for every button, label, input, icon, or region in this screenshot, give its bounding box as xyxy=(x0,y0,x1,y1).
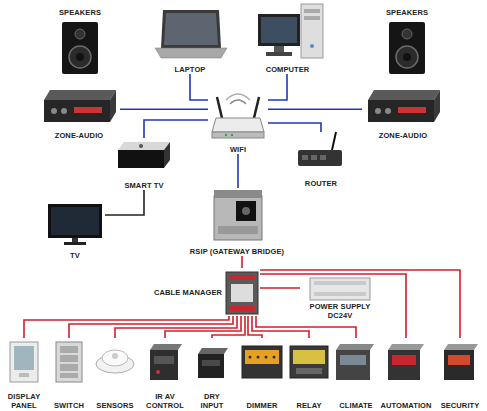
device-label: SENSORS xyxy=(92,401,138,410)
device-node: SWITCH xyxy=(50,338,88,410)
device-node: POWER SUPPLY DC24V xyxy=(300,276,380,320)
cable-connector xyxy=(212,316,245,338)
device-label: AUTOMATION xyxy=(378,401,434,410)
device-node: SMART TV xyxy=(110,138,178,190)
device-label: ZONE-AUDIO xyxy=(38,131,120,140)
ir-control-illustration xyxy=(150,344,182,380)
device-label: TV xyxy=(45,251,105,260)
cable-connector xyxy=(268,123,321,132)
cable-connector xyxy=(268,108,362,110)
device-node: SPEAKERS xyxy=(382,8,432,76)
cable-connector xyxy=(105,190,144,215)
wifi-illustration xyxy=(212,94,264,138)
device-label: DRY INPUT xyxy=(192,392,232,410)
device-label: SECURITY xyxy=(436,401,484,410)
device-label: COMPUTER xyxy=(250,65,325,74)
device-label: RELAY xyxy=(288,401,330,410)
device-node: SECURITY xyxy=(436,338,484,410)
device-node: ZONE-AUDIO xyxy=(38,84,120,140)
device-label: RSIP (GATEWAY BRIDGE) xyxy=(172,247,302,256)
laptop-illustration xyxy=(155,10,227,58)
switch-illustration xyxy=(56,342,82,382)
device-node: ZONE-AUDIO xyxy=(362,84,444,140)
cable-connector xyxy=(120,108,208,110)
device-label: ROUTER xyxy=(290,179,352,188)
cable-connector xyxy=(190,74,208,100)
gateway-illustration xyxy=(214,190,262,240)
computer-illustration xyxy=(258,4,323,58)
cable-connector xyxy=(237,154,239,188)
automation-illustration xyxy=(388,344,424,380)
device-label: CABLE MANAGER xyxy=(150,288,222,297)
device-label: LAPTOP xyxy=(150,65,230,74)
device-label: SPEAKERS xyxy=(382,8,432,17)
device-label: SPEAKERS xyxy=(55,8,105,17)
device-node: RELAY xyxy=(288,338,330,410)
device-label: DISPLAY PANEL xyxy=(2,392,46,410)
speaker-illustration xyxy=(62,22,98,74)
device-node: TV xyxy=(45,202,105,260)
device-label: CLIMATE xyxy=(334,401,378,410)
dry-input-illustration xyxy=(198,348,228,378)
device-node: WIFI xyxy=(208,92,268,154)
cable-connector xyxy=(260,270,460,338)
device-node: AUTOMATION xyxy=(378,338,434,410)
device-node: COMPUTER xyxy=(250,2,325,74)
device-label: POWER SUPPLY DC24V xyxy=(300,302,380,320)
device-node: ROUTER xyxy=(290,132,352,188)
display-panel-illustration xyxy=(10,342,38,382)
security-illustration xyxy=(444,344,478,380)
smart-tv-illustration xyxy=(118,142,170,168)
device-label: DIMMER xyxy=(238,401,286,410)
power-supply-illustration xyxy=(310,278,370,300)
cable-connector xyxy=(24,316,229,338)
device-node: DIMMER xyxy=(238,338,286,410)
device-node: RSIP (GATEWAY BRIDGE) xyxy=(172,188,302,256)
device-node: LAPTOP xyxy=(150,4,230,74)
zone-audio-illustration xyxy=(368,90,440,122)
device-node: DISPLAY PANEL xyxy=(2,338,46,410)
speaker-illustration xyxy=(389,22,425,74)
device-label: SMART TV xyxy=(110,181,178,190)
device-label: WIFI xyxy=(208,145,268,154)
device-node: CABLE MANAGER xyxy=(150,268,260,316)
tv-illustration xyxy=(48,204,102,245)
device-node: IR AV CONTROL xyxy=(142,338,188,410)
device-node: DRY INPUT xyxy=(192,338,232,410)
zone-audio-illustration xyxy=(44,90,116,122)
cable-connector xyxy=(144,120,208,138)
device-label: ZONE-AUDIO xyxy=(362,131,444,140)
device-label: IR AV CONTROL xyxy=(142,392,188,410)
cable-manager-illustration xyxy=(226,272,258,314)
dimmer-illustration xyxy=(242,346,282,378)
cable-connector xyxy=(260,287,300,289)
cable-connector xyxy=(69,316,233,338)
relay-illustration xyxy=(290,346,328,378)
router-illustration xyxy=(298,132,342,166)
device-node: SPEAKERS xyxy=(55,8,105,76)
cable-connector xyxy=(241,256,243,268)
device-node: CLIMATE xyxy=(334,338,378,410)
climate-illustration xyxy=(336,344,374,380)
cable-connector xyxy=(268,74,287,100)
sensor-illustration xyxy=(96,350,134,373)
device-node: SENSORS xyxy=(92,338,138,410)
cable-connector xyxy=(260,274,406,338)
device-label: SWITCH xyxy=(50,401,88,410)
